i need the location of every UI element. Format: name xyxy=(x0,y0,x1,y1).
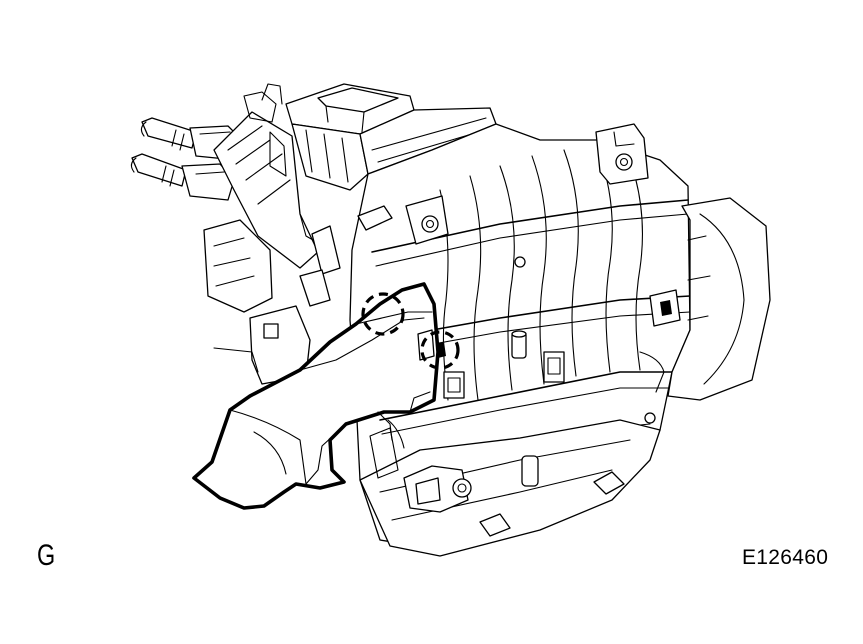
clip-callout-lower xyxy=(420,330,460,370)
left-bracket xyxy=(213,83,321,269)
figure-code-label: E126460 xyxy=(742,546,829,569)
heater-hose-pipes xyxy=(130,117,243,201)
figure-corner-letter: G xyxy=(37,539,56,572)
small-fittings xyxy=(299,205,656,438)
lower-left-bracket xyxy=(203,219,311,385)
mounting-bracket-center xyxy=(405,195,449,245)
base-and-valves xyxy=(359,419,661,557)
blower-case xyxy=(639,197,771,401)
clip-callouts xyxy=(361,292,460,370)
mounting-bracket-right xyxy=(649,289,681,327)
mounting-bracket-upper-right xyxy=(595,123,649,185)
intake-box xyxy=(285,83,497,191)
air-duct-highlighted xyxy=(192,282,440,510)
clip-callout-upper xyxy=(361,292,405,336)
